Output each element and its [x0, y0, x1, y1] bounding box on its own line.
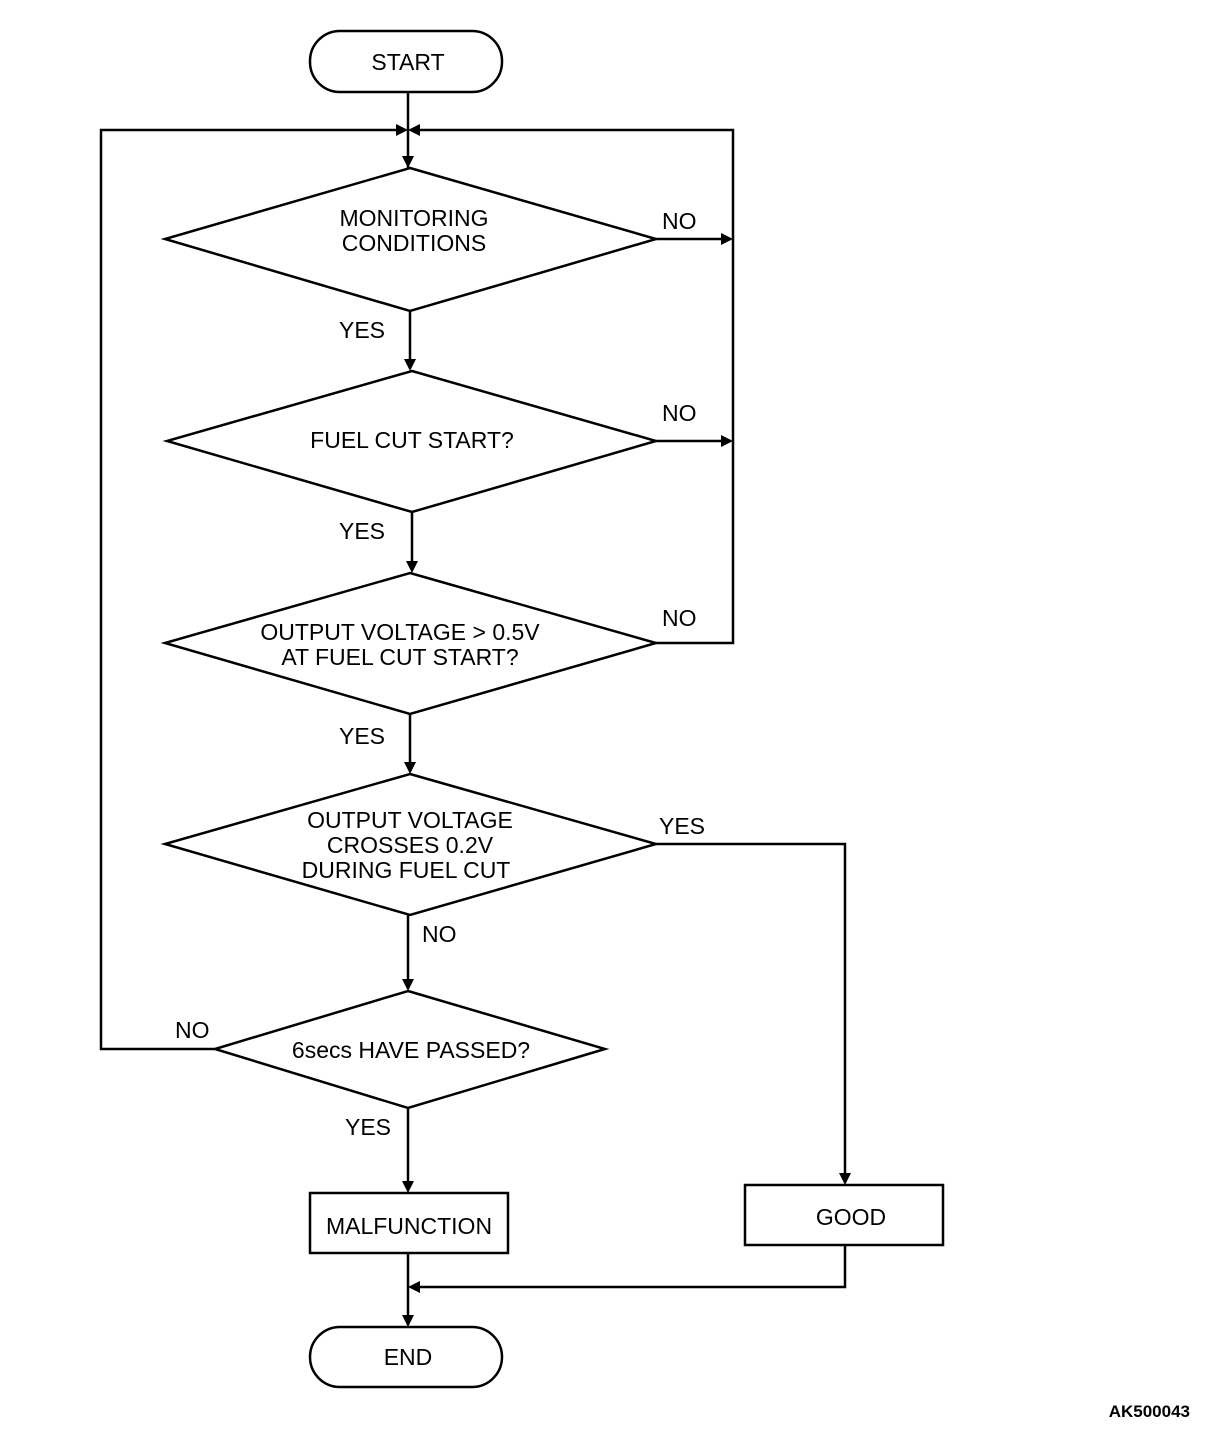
connector-good-to-merge: [416, 1245, 847, 1289]
process-malfunction-label: MALFUNCTION: [326, 1213, 492, 1239]
decision-fuel-cut-start: FUEL CUT START?: [162, 369, 661, 514]
terminal-end: END: [308, 1325, 504, 1389]
arrow-down-icon: [839, 1173, 851, 1185]
decision-monitoring-line-2: CONDITIONS: [342, 230, 486, 256]
decision-output-05-line-2: AT FUEL CUT START?: [281, 644, 518, 670]
decision-six-secs-label: 6secs HAVE PASSED?: [292, 1037, 530, 1063]
arrow-right-icon: [396, 124, 408, 136]
label-no: NO: [662, 208, 697, 234]
connectors: [99, 92, 847, 1318]
arrow-down-icon: [402, 979, 414, 991]
decision-six-secs: 6secs HAVE PASSED?: [210, 989, 610, 1110]
decision-fuel-cut-label: FUEL CUT START?: [310, 427, 514, 453]
label-no: NO: [175, 1017, 210, 1043]
arrow-down-icon: [404, 762, 416, 774]
arrow-left-icon: [408, 124, 420, 136]
arrow-down-icon: [402, 156, 414, 168]
label-no: NO: [662, 400, 697, 426]
arrow-right-icon: [721, 435, 733, 447]
label-yes: YES: [339, 518, 385, 544]
label-yes: YES: [345, 1114, 391, 1140]
arrow-down-icon: [406, 561, 418, 573]
label-no: NO: [662, 605, 697, 631]
reference-code: AK500043: [1109, 1402, 1190, 1421]
process-good-label: GOOD: [816, 1204, 886, 1230]
label-yes: YES: [659, 813, 705, 839]
arrow-down-icon: [402, 1315, 414, 1327]
connector-crosses-yes: [656, 842, 847, 1176]
decision-crosses-02: OUTPUT VOLTAGE CROSSES 0.2V DURING FUEL …: [160, 772, 661, 917]
decision-monitoring-conditions: MONITORING CONDITIONS: [160, 166, 661, 313]
connector-loop-right: [414, 128, 735, 645]
process-malfunction: MALFUNCTION: [308, 1191, 510, 1255]
terminal-start: START: [308, 29, 504, 94]
decision-crosses-line-2: CROSSES 0.2V: [327, 832, 494, 858]
arrow-down-icon: [402, 1181, 414, 1193]
process-good: GOOD: [743, 1183, 945, 1247]
decision-crosses-line-3: DURING FUEL CUT: [302, 857, 511, 883]
arrow-down-icon: [404, 359, 416, 371]
arrow-left-icon: [408, 1281, 420, 1293]
terminal-end-label: END: [384, 1344, 433, 1370]
decision-output-voltage-05: OUTPUT VOLTAGE > 0.5V AT FUEL CUT START?: [160, 571, 661, 716]
terminal-start-label: START: [371, 49, 444, 75]
label-no: NO: [422, 921, 457, 947]
label-yes: YES: [339, 317, 385, 343]
arrow-right-icon: [721, 233, 733, 245]
decision-crosses-line-1: OUTPUT VOLTAGE: [307, 807, 513, 833]
arrowheads: [396, 124, 851, 1327]
decision-monitoring-line-1: MONITORING: [339, 205, 488, 231]
connector-loop-left: [99, 128, 400, 1051]
branch-labels: NO YES NO YES NO YES YES NO NO YES: [175, 208, 705, 1140]
decision-output-05-line-1: OUTPUT VOLTAGE > 0.5V: [260, 619, 540, 645]
label-yes: YES: [339, 723, 385, 749]
